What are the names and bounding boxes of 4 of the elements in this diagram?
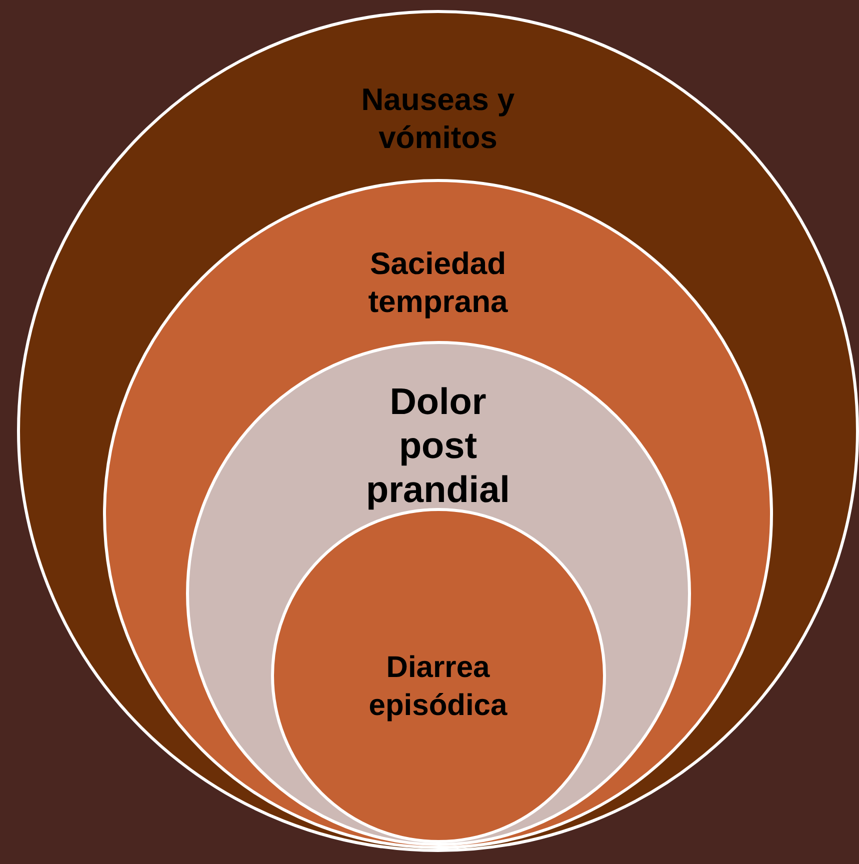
circle-label: Saciedad temprana (367, 245, 509, 321)
circle-label: Nauseas y vómitos (360, 81, 516, 157)
circle-label: Dolor post prandial (365, 380, 511, 512)
circle-label: Diarrea episódica (368, 650, 508, 724)
